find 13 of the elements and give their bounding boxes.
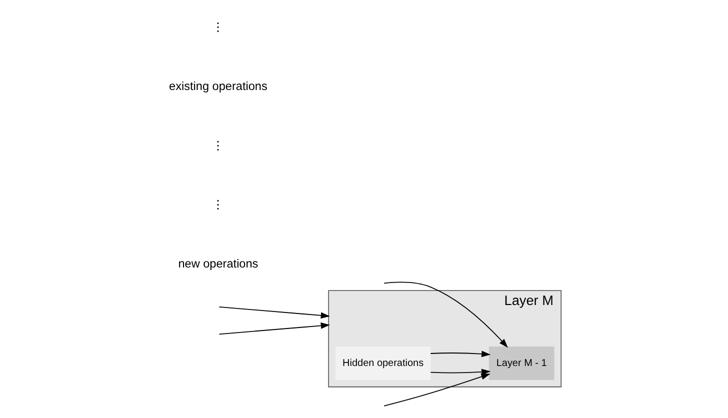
label: existing operations bbox=[169, 79, 268, 94]
label: ⋮ bbox=[212, 197, 224, 212]
label: new operations bbox=[178, 256, 258, 270]
arrow bbox=[430, 350, 491, 358]
arrow bbox=[218, 306, 330, 319]
node-box: Layer M - 1 bbox=[488, 346, 554, 380]
arrow bbox=[384, 282, 508, 348]
arrow bbox=[430, 368, 491, 380]
arrow bbox=[218, 322, 330, 335]
node-box: Hidden operations bbox=[335, 346, 431, 380]
label: ⋮ bbox=[212, 138, 224, 152]
label: ⋮ bbox=[212, 20, 224, 34]
arrow bbox=[384, 368, 491, 406]
